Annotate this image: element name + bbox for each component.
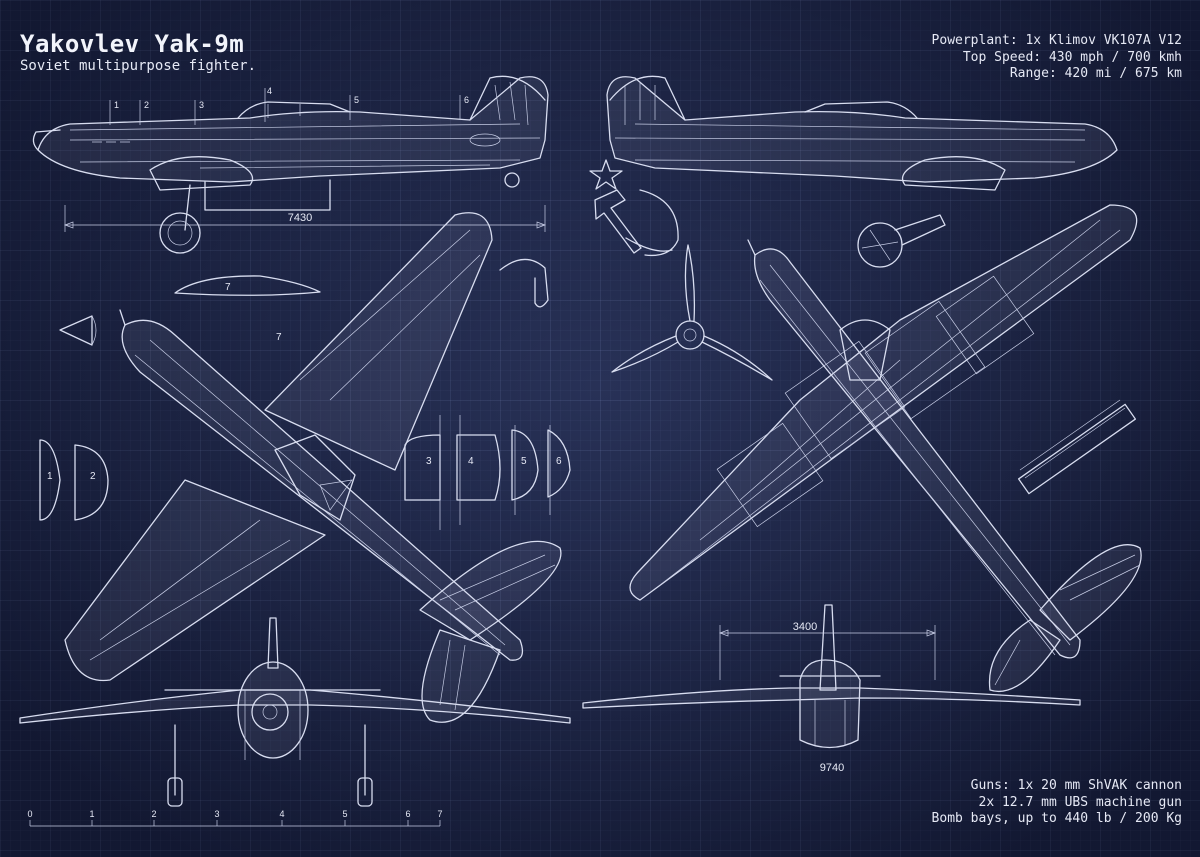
rear-view [582, 604, 1081, 749]
spec-top-speed: Top Speed: 430 mph / 700 kmh [962, 49, 1182, 65]
scale-labels: 0 1 2 3 4 5 6 7 [27, 809, 442, 819]
scale-tick-5: 5 [342, 809, 347, 819]
spec-machine-guns: 2x 12.7 mm UBS machine gun [978, 794, 1183, 810]
front-view [19, 617, 571, 807]
cut-label-3: 3 [426, 456, 432, 467]
section-cut-labels: 1 2 3 4 5 6 [47, 456, 562, 482]
side-view-right [606, 75, 1118, 191]
scale-bar [29, 820, 441, 827]
top-view-left [64, 212, 562, 723]
section-label-6: 6 [464, 95, 469, 105]
scale-tick-3: 3 [214, 809, 219, 819]
spec-bomb-bays: Bomb bays, up to 440 lb / 200 Kg [931, 811, 1182, 826]
section-label-1: 1 [114, 100, 119, 110]
spec-powerplant: Powerplant: 1x Klimov VK107A V12 [931, 33, 1182, 48]
specs-top: Powerplant: 1x Klimov VK107A V12 Top Spe… [932, 33, 1182, 83]
section-label-5: 5 [354, 95, 359, 105]
scale-tick-6: 6 [405, 809, 410, 819]
cut-label-5: 5 [521, 456, 527, 467]
spec-guns: Guns: 1x 20 mm ShVAK cannon [970, 778, 1182, 793]
section-label-4: 4 [267, 86, 272, 96]
aileron-detail [499, 258, 549, 308]
bottom-view-right [629, 204, 1142, 692]
wheel-detail [857, 214, 946, 268]
propeller-icon [611, 244, 773, 381]
height-value: 3400 [793, 621, 817, 633]
cut-label-2: 2 [90, 471, 96, 482]
spec-range: Range: 420 mi / 675 km [1009, 66, 1182, 81]
side-view-left: 7430 [32, 75, 549, 254]
section-label-3: 3 [199, 100, 204, 110]
spinner-detail [59, 315, 97, 346]
cut-label-1: 1 [47, 471, 53, 482]
length-value: 7430 [288, 212, 312, 224]
scale-tick-2: 2 [151, 809, 156, 819]
section-label-2: 2 [144, 100, 149, 110]
poster-title: Yakovlev Yak-9m [20, 30, 245, 58]
scale-tick-0: 0 [27, 809, 32, 819]
length-dimension: 7430 [64, 205, 546, 232]
poster-subtitle: Soviet multipurpose fighter. [20, 58, 257, 74]
fuselage-sections [39, 415, 571, 530]
specs-bottom: Guns: 1x 20 mm ShVAK cannon 2x 12.7 mm U… [932, 778, 1182, 828]
wing-section-7: 7 [276, 332, 282, 343]
star-icon [589, 159, 623, 190]
airfoil-label: 7 [225, 282, 231, 293]
scale-tick-1: 1 [89, 809, 94, 819]
height-dimension: 3400 [719, 621, 936, 680]
scale-tick-7: 7 [437, 809, 442, 819]
cut-label-4: 4 [468, 456, 474, 467]
scale-tick-4: 4 [279, 809, 284, 819]
wingspan-dimension: 9740 [820, 762, 844, 774]
wingspan-value: 9740 [820, 762, 844, 774]
airfoil-section: 7 [174, 275, 321, 296]
side-view-section-labels: 1 2 3 4 5 6 [114, 86, 469, 110]
hammer-and-sickle-icon [594, 189, 679, 257]
cut-label-6: 6 [556, 456, 562, 467]
